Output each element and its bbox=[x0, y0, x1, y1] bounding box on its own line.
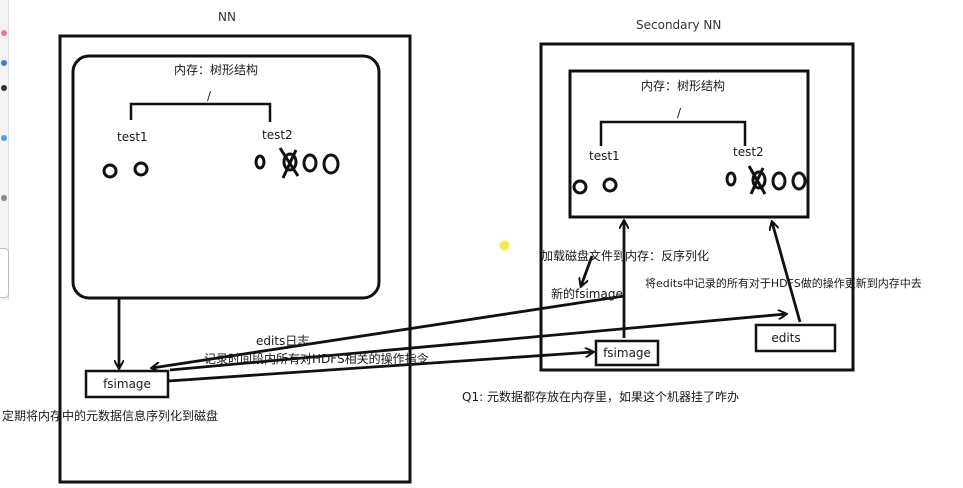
nn-fsimage-box bbox=[84, 369, 170, 399]
nn-node-test1: test1 bbox=[117, 130, 148, 144]
nn-server-box bbox=[58, 34, 412, 484]
eraser-icon[interactable] bbox=[1, 195, 7, 201]
note-serialize-to-disk: 定期将内存中的元数据信息序列化到磁盘 bbox=[2, 409, 219, 423]
secondary-edits-label: edits bbox=[771, 331, 801, 345]
secondary-tree-leaves-test1 bbox=[572, 177, 618, 195]
secondary-tree-leaves-test2 bbox=[725, 165, 807, 195]
arrow-memory-to-new-fsimage bbox=[581, 255, 594, 286]
note-load-deserialize: 加载磁盘文件到内存：反序列化 bbox=[541, 249, 710, 263]
secondary-fsimage-box bbox=[594, 339, 660, 367]
note-edits-update-memory: 将edits中记录的所有对于HDFS做的操作更新到内存中去 bbox=[645, 277, 922, 290]
note-new-fsimage: 新的fsimage bbox=[551, 287, 623, 301]
drawing-toolbar[interactable] bbox=[0, 0, 9, 300]
nn-memory-box bbox=[71, 54, 381, 300]
pen-color-icon[interactable] bbox=[1, 60, 7, 66]
secondary-tree-root: / bbox=[677, 106, 682, 120]
nn-node-test2: test2 bbox=[262, 128, 293, 142]
note-edits-log: edits日志 bbox=[256, 334, 310, 348]
nn-memory-label: 内存：树形结构 bbox=[174, 63, 259, 77]
secondary-node-test2: test2 bbox=[733, 145, 764, 159]
secondary-fsimage-label: fsimage bbox=[603, 346, 651, 360]
secondary-edits-box bbox=[754, 323, 837, 353]
pen-color-icon[interactable] bbox=[1, 30, 7, 36]
side-panel-handle[interactable] bbox=[0, 248, 9, 298]
secondary-node-test1: test1 bbox=[589, 149, 620, 163]
secondary-server-box bbox=[539, 42, 855, 372]
secondary-memory-label: 内存：树形结构 bbox=[641, 79, 726, 93]
secondary-memory-box bbox=[568, 69, 810, 219]
arrow-new-fsimage-to-nn bbox=[152, 294, 625, 368]
secondary-tree bbox=[599, 120, 747, 146]
arrow-nn-fsimage-to-secondary-fsimage bbox=[167, 352, 593, 383]
arrow-edits-to-memory bbox=[772, 222, 802, 323]
laser-pointer bbox=[500, 241, 509, 250]
shape-tool-icon[interactable] bbox=[1, 135, 7, 141]
nn-tree-leaves-test2 bbox=[254, 147, 340, 179]
note-edits-description: 记录时间段内所有对HDFS相关的操作指令 bbox=[204, 352, 429, 366]
nn-tree bbox=[129, 102, 272, 122]
pen-tool-icon[interactable] bbox=[1, 85, 7, 91]
arrow-nn-to-secondary-edits bbox=[169, 314, 786, 372]
nn-tree-leaves-test1 bbox=[102, 161, 149, 179]
secondary-title: Secondary NN bbox=[636, 18, 722, 32]
note-question: Q1: 元数据都存放在内存里，如果这个机器挂了咋办 bbox=[462, 390, 739, 404]
nn-fsimage-label: fsimage bbox=[103, 377, 151, 391]
nn-tree-root: / bbox=[207, 89, 212, 103]
nn-title: NN bbox=[218, 10, 236, 24]
